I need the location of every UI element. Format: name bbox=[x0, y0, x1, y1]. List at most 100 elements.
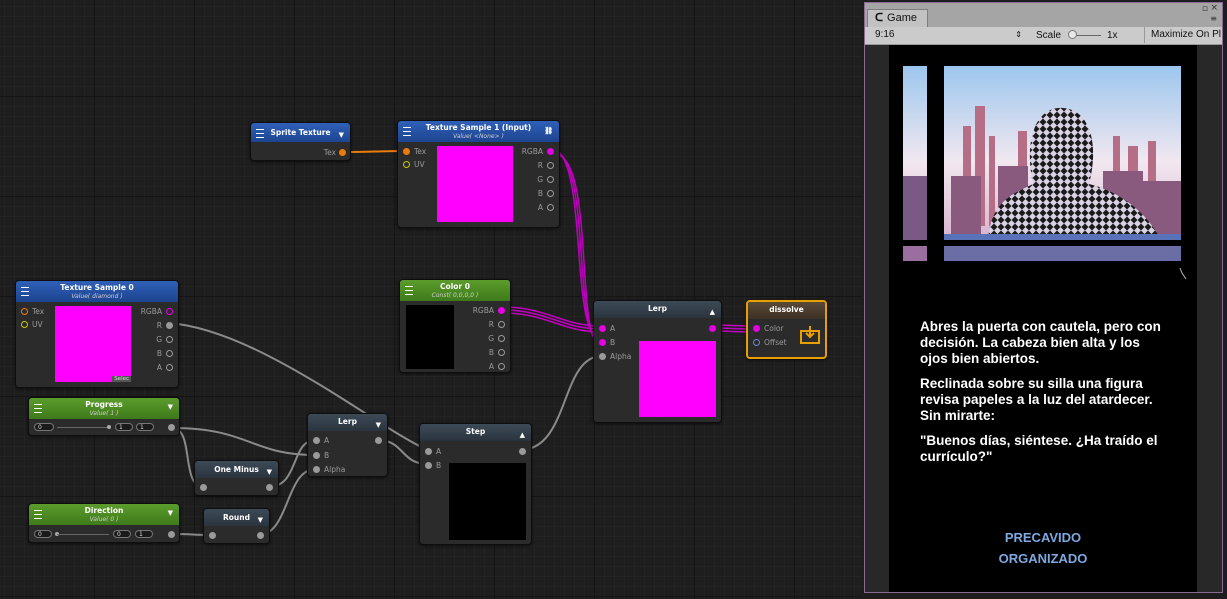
output-port-r[interactable] bbox=[498, 321, 505, 328]
max-field[interactable]: 1 bbox=[136, 423, 154, 431]
min-field[interactable]: 0 bbox=[34, 530, 52, 538]
output-port-g[interactable] bbox=[498, 335, 505, 342]
output-port-rgba[interactable] bbox=[166, 308, 173, 315]
wire-tex0-r-to-step-a bbox=[168, 322, 429, 451]
input-port-b[interactable] bbox=[425, 462, 432, 469]
menu-icon[interactable] bbox=[405, 286, 413, 295]
choice-button-precavido[interactable]: PRECAVIDO bbox=[1004, 530, 1082, 545]
port-label-b: B bbox=[488, 348, 494, 357]
output-port-g[interactable] bbox=[166, 336, 173, 343]
max-field[interactable]: 1 bbox=[135, 530, 153, 538]
input-port-tex[interactable] bbox=[21, 308, 28, 315]
choice-button-organizado[interactable]: ORGANIZADO bbox=[998, 551, 1088, 566]
node-lerp-main[interactable]: Lerp ▲ A B Alpha bbox=[593, 300, 722, 423]
menu-icon[interactable] bbox=[403, 127, 411, 136]
input-port-b[interactable] bbox=[599, 339, 606, 346]
menu-icon[interactable] bbox=[34, 404, 42, 413]
input-port-tex[interactable] bbox=[403, 148, 410, 155]
dropdown-arrow-icon[interactable]: ▼ bbox=[167, 403, 173, 411]
output-port-rgba[interactable] bbox=[498, 307, 505, 314]
port-label-a: A bbox=[537, 203, 543, 212]
value-slider[interactable] bbox=[57, 427, 109, 428]
node-direction[interactable]: Direction Value( 0 ) ▼ 0 0 1 bbox=[28, 503, 180, 543]
input-port[interactable] bbox=[200, 484, 207, 491]
port-label-a: A bbox=[324, 436, 330, 445]
input-port[interactable] bbox=[209, 532, 216, 539]
game-view[interactable]: Abres la puerta con cautela, pero con de… bbox=[865, 45, 1222, 592]
output-port[interactable] bbox=[257, 532, 264, 539]
output-port-b[interactable] bbox=[547, 190, 554, 197]
output-port[interactable] bbox=[519, 448, 526, 455]
menu-icon[interactable] bbox=[21, 287, 29, 296]
scene-illustration bbox=[903, 66, 1181, 261]
dropdown-arrow-icon[interactable]: ▼ bbox=[167, 509, 173, 517]
value-slider[interactable] bbox=[57, 534, 109, 535]
close-icon[interactable]: × bbox=[1210, 3, 1218, 13]
input-port-a[interactable] bbox=[313, 437, 320, 444]
maximize-on-play-button[interactable]: Maximize On Pl bbox=[1144, 27, 1222, 43]
input-port-uv[interactable] bbox=[403, 161, 410, 168]
aspect-dropdown[interactable]: 9:16 ⇕ bbox=[868, 28, 1028, 42]
dropdown-arrow-icon[interactable]: ▼ bbox=[266, 468, 272, 476]
output-port-g[interactable] bbox=[547, 176, 554, 183]
port-label-r: R bbox=[156, 321, 162, 330]
output-port-tex[interactable] bbox=[339, 149, 346, 156]
menu-icon[interactable] bbox=[256, 129, 264, 138]
input-port-b[interactable] bbox=[313, 452, 320, 459]
node-lerp-small[interactable]: Lerp ▼ A B Alpha bbox=[307, 413, 388, 477]
collapse-arrow-icon[interactable]: ▲ bbox=[519, 431, 525, 439]
wire-color0-to-lerp-a bbox=[499, 306, 603, 333]
collapse-arrow-icon[interactable]: ▲ bbox=[709, 308, 715, 316]
color-preview bbox=[406, 305, 454, 369]
output-port-rgba[interactable] bbox=[547, 148, 554, 155]
input-port-alpha[interactable] bbox=[313, 466, 320, 473]
input-port-a[interactable] bbox=[599, 325, 606, 332]
maximize-icon[interactable]: ▫ bbox=[1201, 4, 1208, 14]
port-label-rgba: RGBA bbox=[521, 147, 543, 156]
input-port-a[interactable] bbox=[425, 448, 432, 455]
input-port-color[interactable] bbox=[753, 325, 760, 332]
dropdown-arrow-icon[interactable]: ▼ bbox=[338, 131, 344, 139]
output-port[interactable] bbox=[266, 484, 273, 491]
output-port[interactable] bbox=[168, 424, 175, 431]
input-port-alpha[interactable] bbox=[599, 353, 606, 360]
dropdown-arrow-icon[interactable]: ▼ bbox=[375, 421, 381, 429]
output-port-a[interactable] bbox=[498, 363, 505, 370]
value-field[interactable]: 0 bbox=[113, 530, 131, 538]
output-port-a[interactable] bbox=[166, 364, 173, 371]
node-color-0[interactable]: Color 0 Const( 0,0,0,0 ) RGBA R G B A bbox=[399, 279, 511, 373]
node-progress[interactable]: Progress Value( 1 ) ▼ 0 1 1 bbox=[28, 397, 180, 436]
menu-icon[interactable] bbox=[34, 510, 42, 519]
scale-slider-knob[interactable] bbox=[1068, 30, 1077, 39]
link-icon[interactable]: ⛓ bbox=[544, 127, 553, 135]
min-field[interactable]: 0 bbox=[34, 423, 54, 431]
output-port[interactable] bbox=[375, 437, 382, 444]
output-port[interactable] bbox=[709, 325, 716, 332]
node-round[interactable]: Round ▼ bbox=[203, 508, 270, 544]
value-field[interactable]: 1 bbox=[115, 423, 133, 431]
output-port-b[interactable] bbox=[498, 349, 505, 356]
slider-knob[interactable] bbox=[107, 425, 111, 429]
output-port-r[interactable] bbox=[166, 322, 173, 329]
input-port-offset[interactable] bbox=[753, 339, 760, 346]
game-screen: Abres la puerta con cautela, pero con de… bbox=[889, 45, 1197, 592]
scale-slider[interactable] bbox=[1069, 35, 1101, 36]
input-port-uv[interactable] bbox=[21, 321, 28, 328]
node-step[interactable]: Step ▲ A B bbox=[419, 423, 532, 545]
node-texture-sample-0[interactable]: Texture Sample 0 Value( diamond ) Tex UV… bbox=[15, 280, 179, 388]
output-port-r[interactable] bbox=[547, 162, 554, 169]
port-label-color: Color bbox=[764, 324, 784, 333]
context-menu-icon[interactable]: ≡ bbox=[1210, 14, 1217, 23]
node-dissolve-output[interactable]: dissolve Color Offset bbox=[746, 300, 827, 359]
output-port-b[interactable] bbox=[166, 350, 173, 357]
output-port-a[interactable] bbox=[547, 204, 554, 211]
node-sprite-texture[interactable]: Sprite Texture ▼ Tex bbox=[250, 122, 351, 161]
select-button[interactable]: Selec bbox=[112, 376, 131, 382]
shader-graph-canvas[interactable]: Sprite Texture ▼ Tex Texture Sample 1 (I… bbox=[0, 0, 862, 599]
port-label-b: B bbox=[537, 189, 543, 198]
dropdown-arrow-icon[interactable]: ▼ bbox=[257, 516, 263, 524]
node-texture-sample-1[interactable]: Texture Sample 1 (Input) Value( <None> )… bbox=[397, 120, 560, 228]
output-port[interactable] bbox=[168, 531, 175, 538]
node-one-minus[interactable]: One Minus ▼ bbox=[194, 460, 279, 496]
